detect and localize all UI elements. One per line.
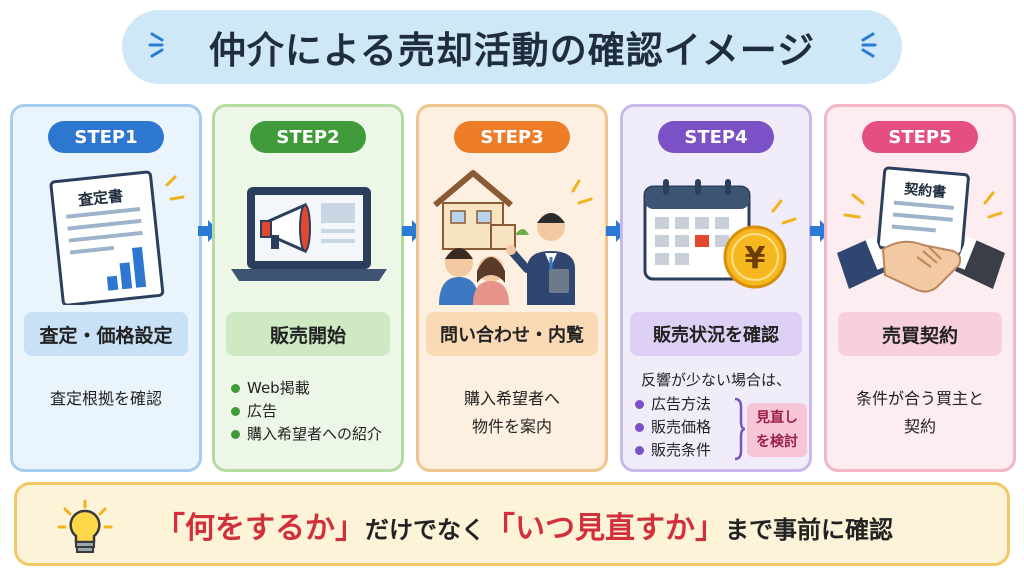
brace-icon (734, 397, 745, 461)
step-label: 問い合わせ・内覧 (426, 312, 598, 356)
contract-handshake-icon: 契約書 (837, 166, 1005, 293)
page-title: 仲介による売却活動の確認イメージ (208, 29, 816, 72)
list-item: 広告方法 (635, 393, 711, 416)
list-item: 販売条件 (635, 439, 711, 462)
step-card-4: STEP4 ¥ 販売状況を確認 反響が少ない場合は、 広告方法 販売価格 販売条… (620, 104, 812, 472)
review-badge: 見直し を検討 (747, 403, 807, 457)
list-item: 販売価格 (635, 416, 711, 439)
step-card-1: STEP1 査定書 査定・価格設定 査定根拠を確認 (10, 104, 202, 472)
step-label: 販売状況を確認 (630, 312, 802, 356)
step-label: 査定・価格設定 (24, 312, 188, 356)
arrow-right-icon (606, 220, 627, 242)
step-card-5: STEP5 契約書 売買契約 条件が合う買主と 契約 (824, 104, 1016, 472)
step-description: 条件が合う買主と 契約 (855, 389, 984, 436)
list-item: Web掲載 (231, 377, 382, 400)
report-document-icon: 査定書 (49, 170, 185, 305)
title-banner: 仲介による売却活動の確認イメージ (122, 10, 902, 84)
step-label: 販売開始 (226, 312, 390, 356)
step-bullet-list: Web掲載 広告 購入希望者への紹介 (231, 377, 382, 446)
sparkle-icon (861, 32, 877, 58)
summary-tail-text: まで事前に確認 (725, 516, 893, 544)
summary-mid-text: だけでなく (365, 516, 485, 544)
step-label: 売買契約 (838, 312, 1002, 356)
calendar-yen-icon: ¥ (643, 179, 797, 289)
summary-message: 「何をするか」 だけでなく 「いつ見直すか」 まで事前に確認 (155, 503, 893, 551)
document-title: 契約書 (902, 180, 946, 201)
step-card-3: STEP3 問い合わせ・内覧 購入希望者へ 物件を案内 (416, 104, 608, 472)
list-item: 広告 (231, 400, 382, 423)
step-badge: STEP5 (862, 121, 978, 153)
arrow-right-icon (810, 220, 831, 242)
step-card-2: STEP2 販売開始 Web掲載 広告 購入希望者への紹介 (212, 104, 404, 472)
yen-coin-symbol: ¥ (745, 241, 766, 276)
step-badge: STEP3 (454, 121, 570, 153)
step-description: 購入希望者へ 物件を案内 (463, 389, 560, 436)
document-title: 査定書 (77, 187, 124, 210)
summary-banner: 「何をするか」 だけでなく 「いつ見直すか」 まで事前に確認 (14, 482, 1010, 566)
arrow-right-icon (402, 220, 423, 242)
step-badge: STEP2 (250, 121, 366, 153)
highlight-what: 「何をするか」 (155, 511, 365, 546)
step-intro: 反響が少ない場合は、 (640, 371, 791, 389)
lightbulb-icon (57, 499, 113, 553)
step-badge: STEP1 (48, 121, 164, 153)
step-description: 査定根拠を確認 (49, 389, 162, 408)
house-people-icon (433, 170, 593, 305)
highlight-when: 「いつ見直すか」 (485, 511, 725, 546)
sparkle-icon (148, 32, 164, 58)
list-item: 購入希望者への紹介 (231, 423, 382, 446)
arrow-right-icon (198, 220, 219, 242)
step-bullet-list: 広告方法 販売価格 販売条件 (635, 393, 711, 462)
step-badge: STEP4 (658, 121, 774, 153)
laptop-megaphone-icon (231, 187, 387, 281)
